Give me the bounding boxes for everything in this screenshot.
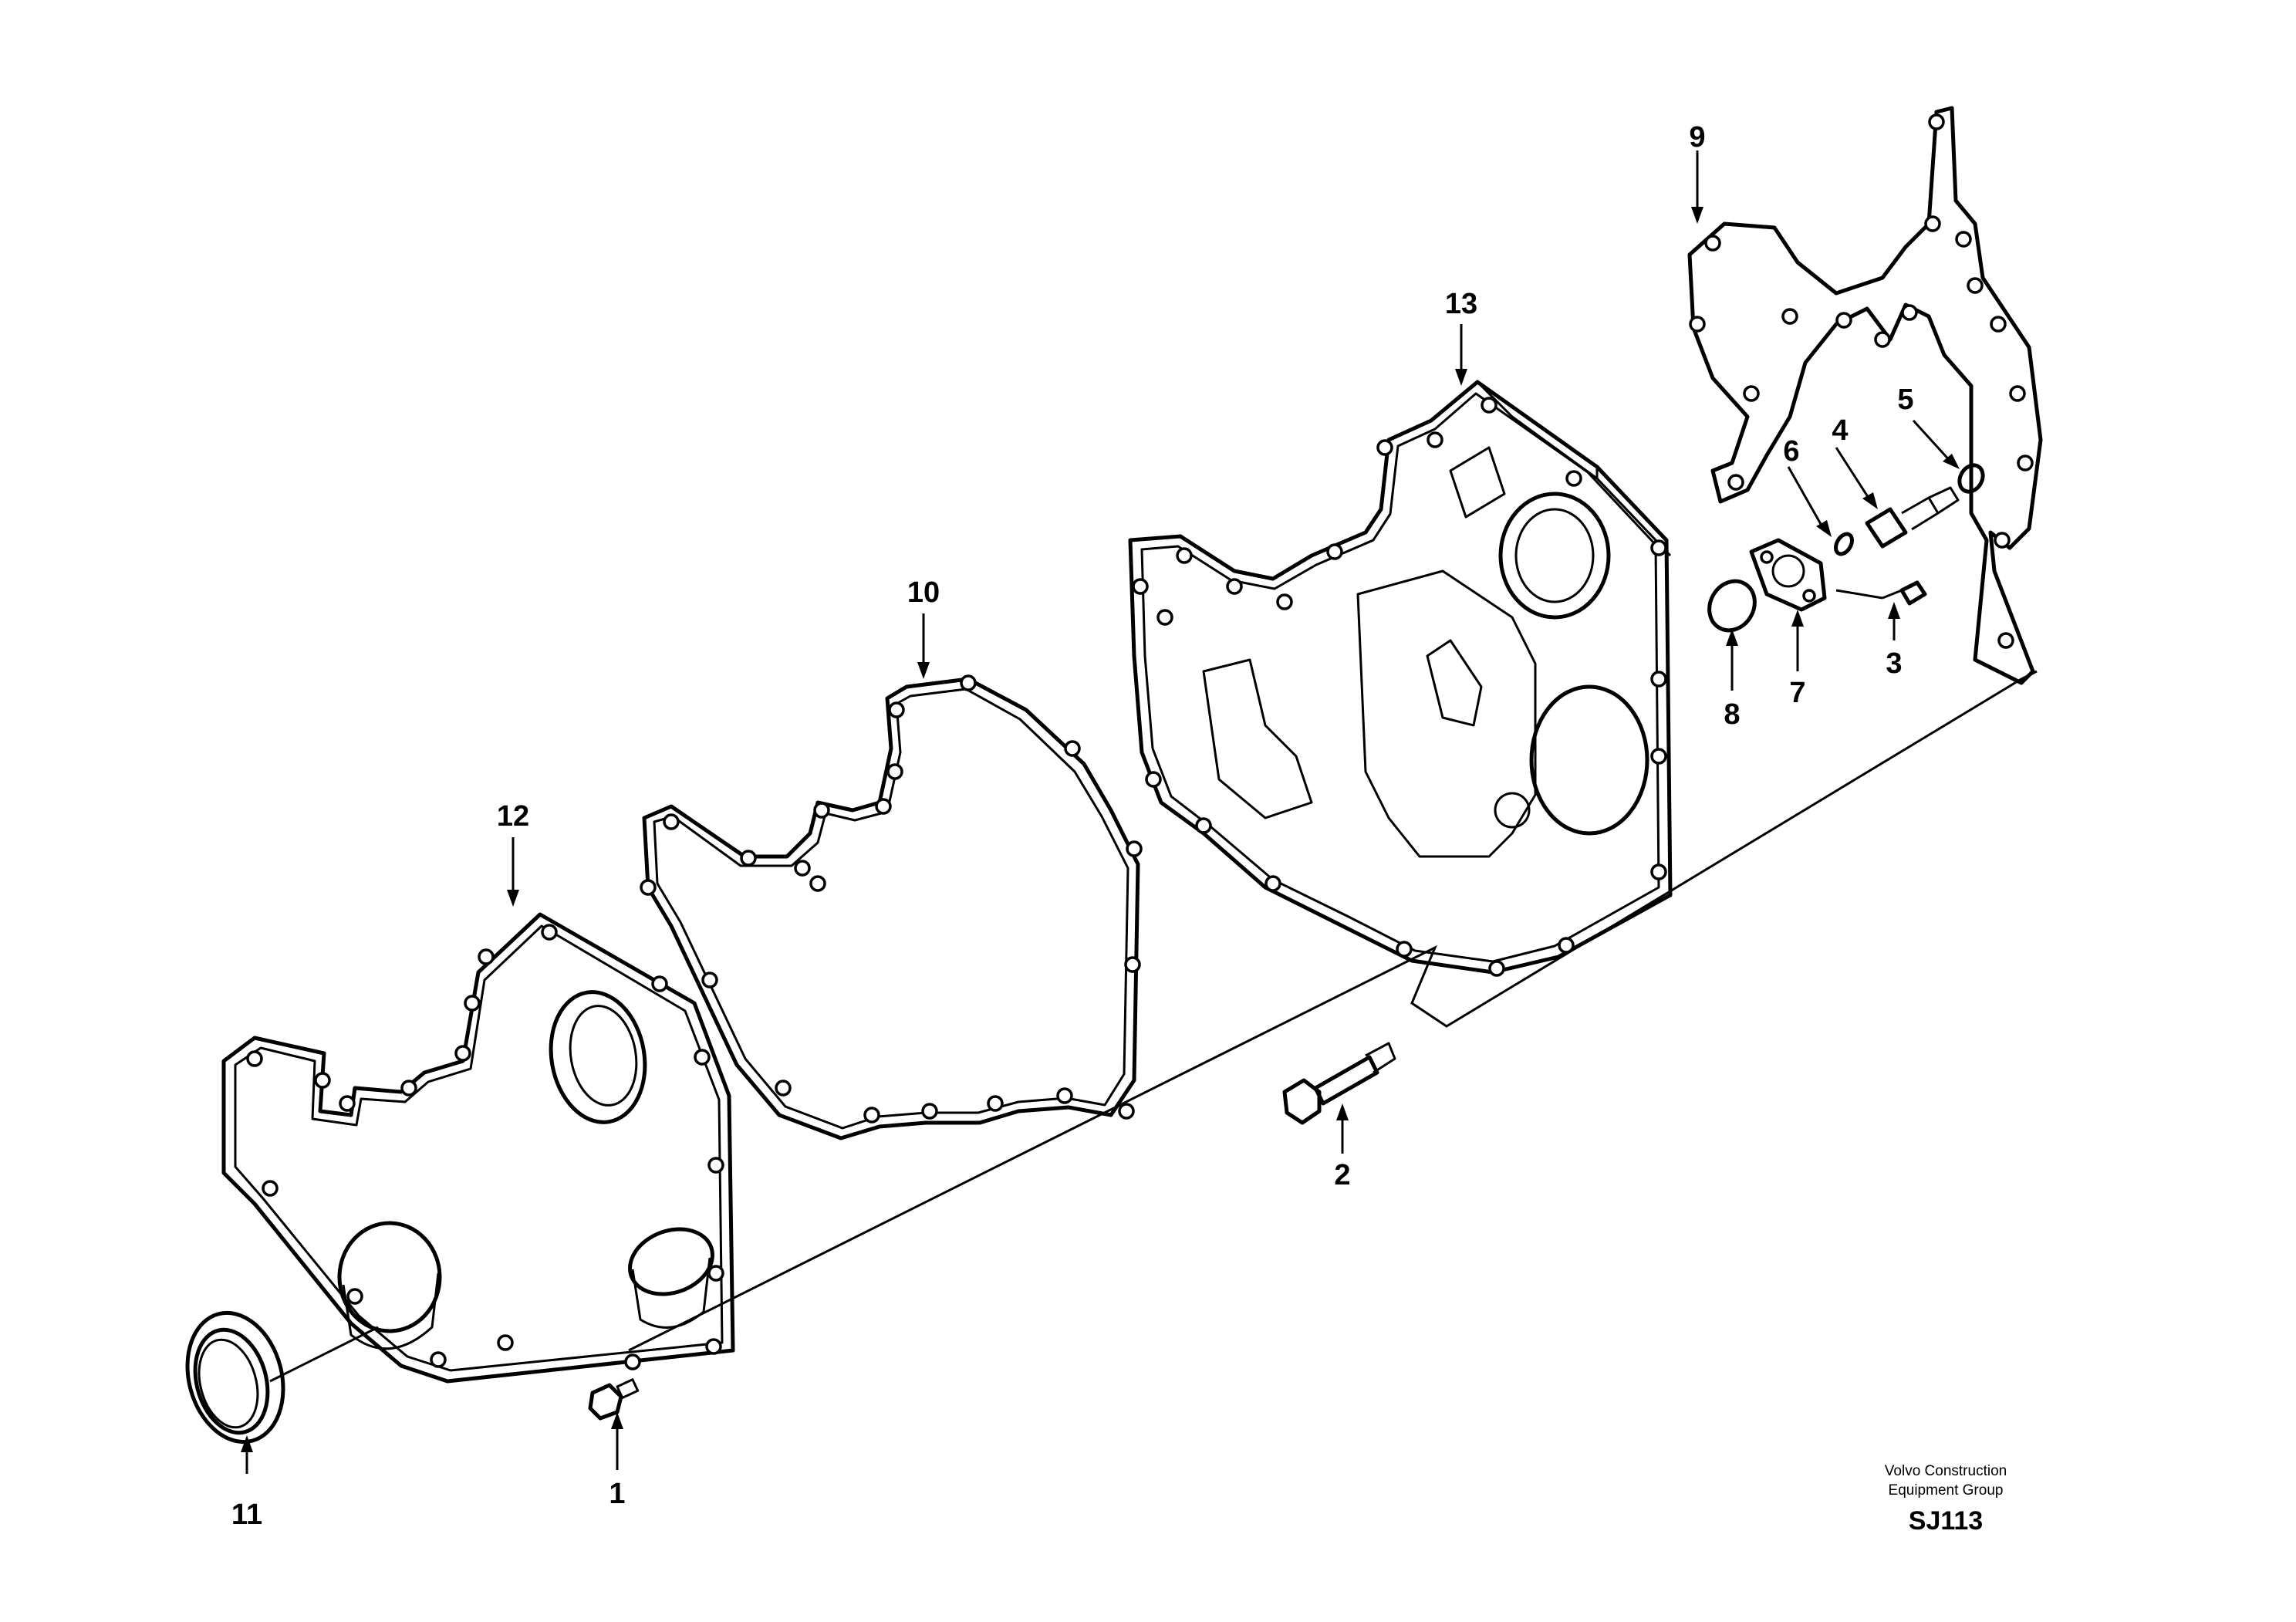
callout-1: 1: [609, 1478, 625, 1510]
footer-company-line1: Volvo Construction: [1885, 1463, 2007, 1479]
callout-10: 10: [907, 576, 940, 609]
footer-company-line2: Equipment Group: [1889, 1482, 2004, 1499]
callout-9: 9: [1689, 121, 1705, 154]
gear-housing-part-13: [1128, 380, 1673, 977]
callout-2: 2: [1334, 1159, 1350, 1191]
callout-5: 5: [1897, 384, 1913, 416]
sensor-part-4: [1865, 486, 1960, 549]
leader-lines: [241, 150, 1960, 1474]
callout-6: 6: [1783, 435, 1799, 468]
bolt-part-1: [588, 1378, 640, 1421]
footer-drawing-code: SJ113: [1909, 1506, 1983, 1536]
crankshaft-seal-part-11: [185, 1310, 285, 1445]
gasket-part-9: [1687, 106, 2043, 685]
callout-8: 8: [1724, 698, 1740, 731]
callout-7: 7: [1789, 677, 1805, 709]
gasket-part-10: [640, 674, 1143, 1140]
callout-4: 4: [1832, 414, 1848, 447]
callout-11: 11: [231, 1499, 262, 1531]
callout-labels: 9 13 5 4 6 10 3 7 8 12 2 1 11: [231, 121, 1914, 1531]
screw-part-3: [1835, 580, 1927, 606]
flange-part-7: [1749, 538, 1827, 612]
o-ring-part-6: [1834, 532, 1854, 556]
callout-3: 3: [1886, 647, 1902, 680]
o-ring-part-8: [1707, 579, 1757, 633]
gear-cover-part-12: [221, 912, 735, 1384]
drawing-footer: Volvo Construction Equipment Group SJ113: [1885, 1463, 2007, 1536]
callout-12: 12: [497, 800, 529, 833]
callout-13: 13: [1445, 288, 1477, 320]
bolt-part-2: [1282, 1042, 1396, 1125]
retaining-ring-part-5: [1957, 463, 1985, 494]
